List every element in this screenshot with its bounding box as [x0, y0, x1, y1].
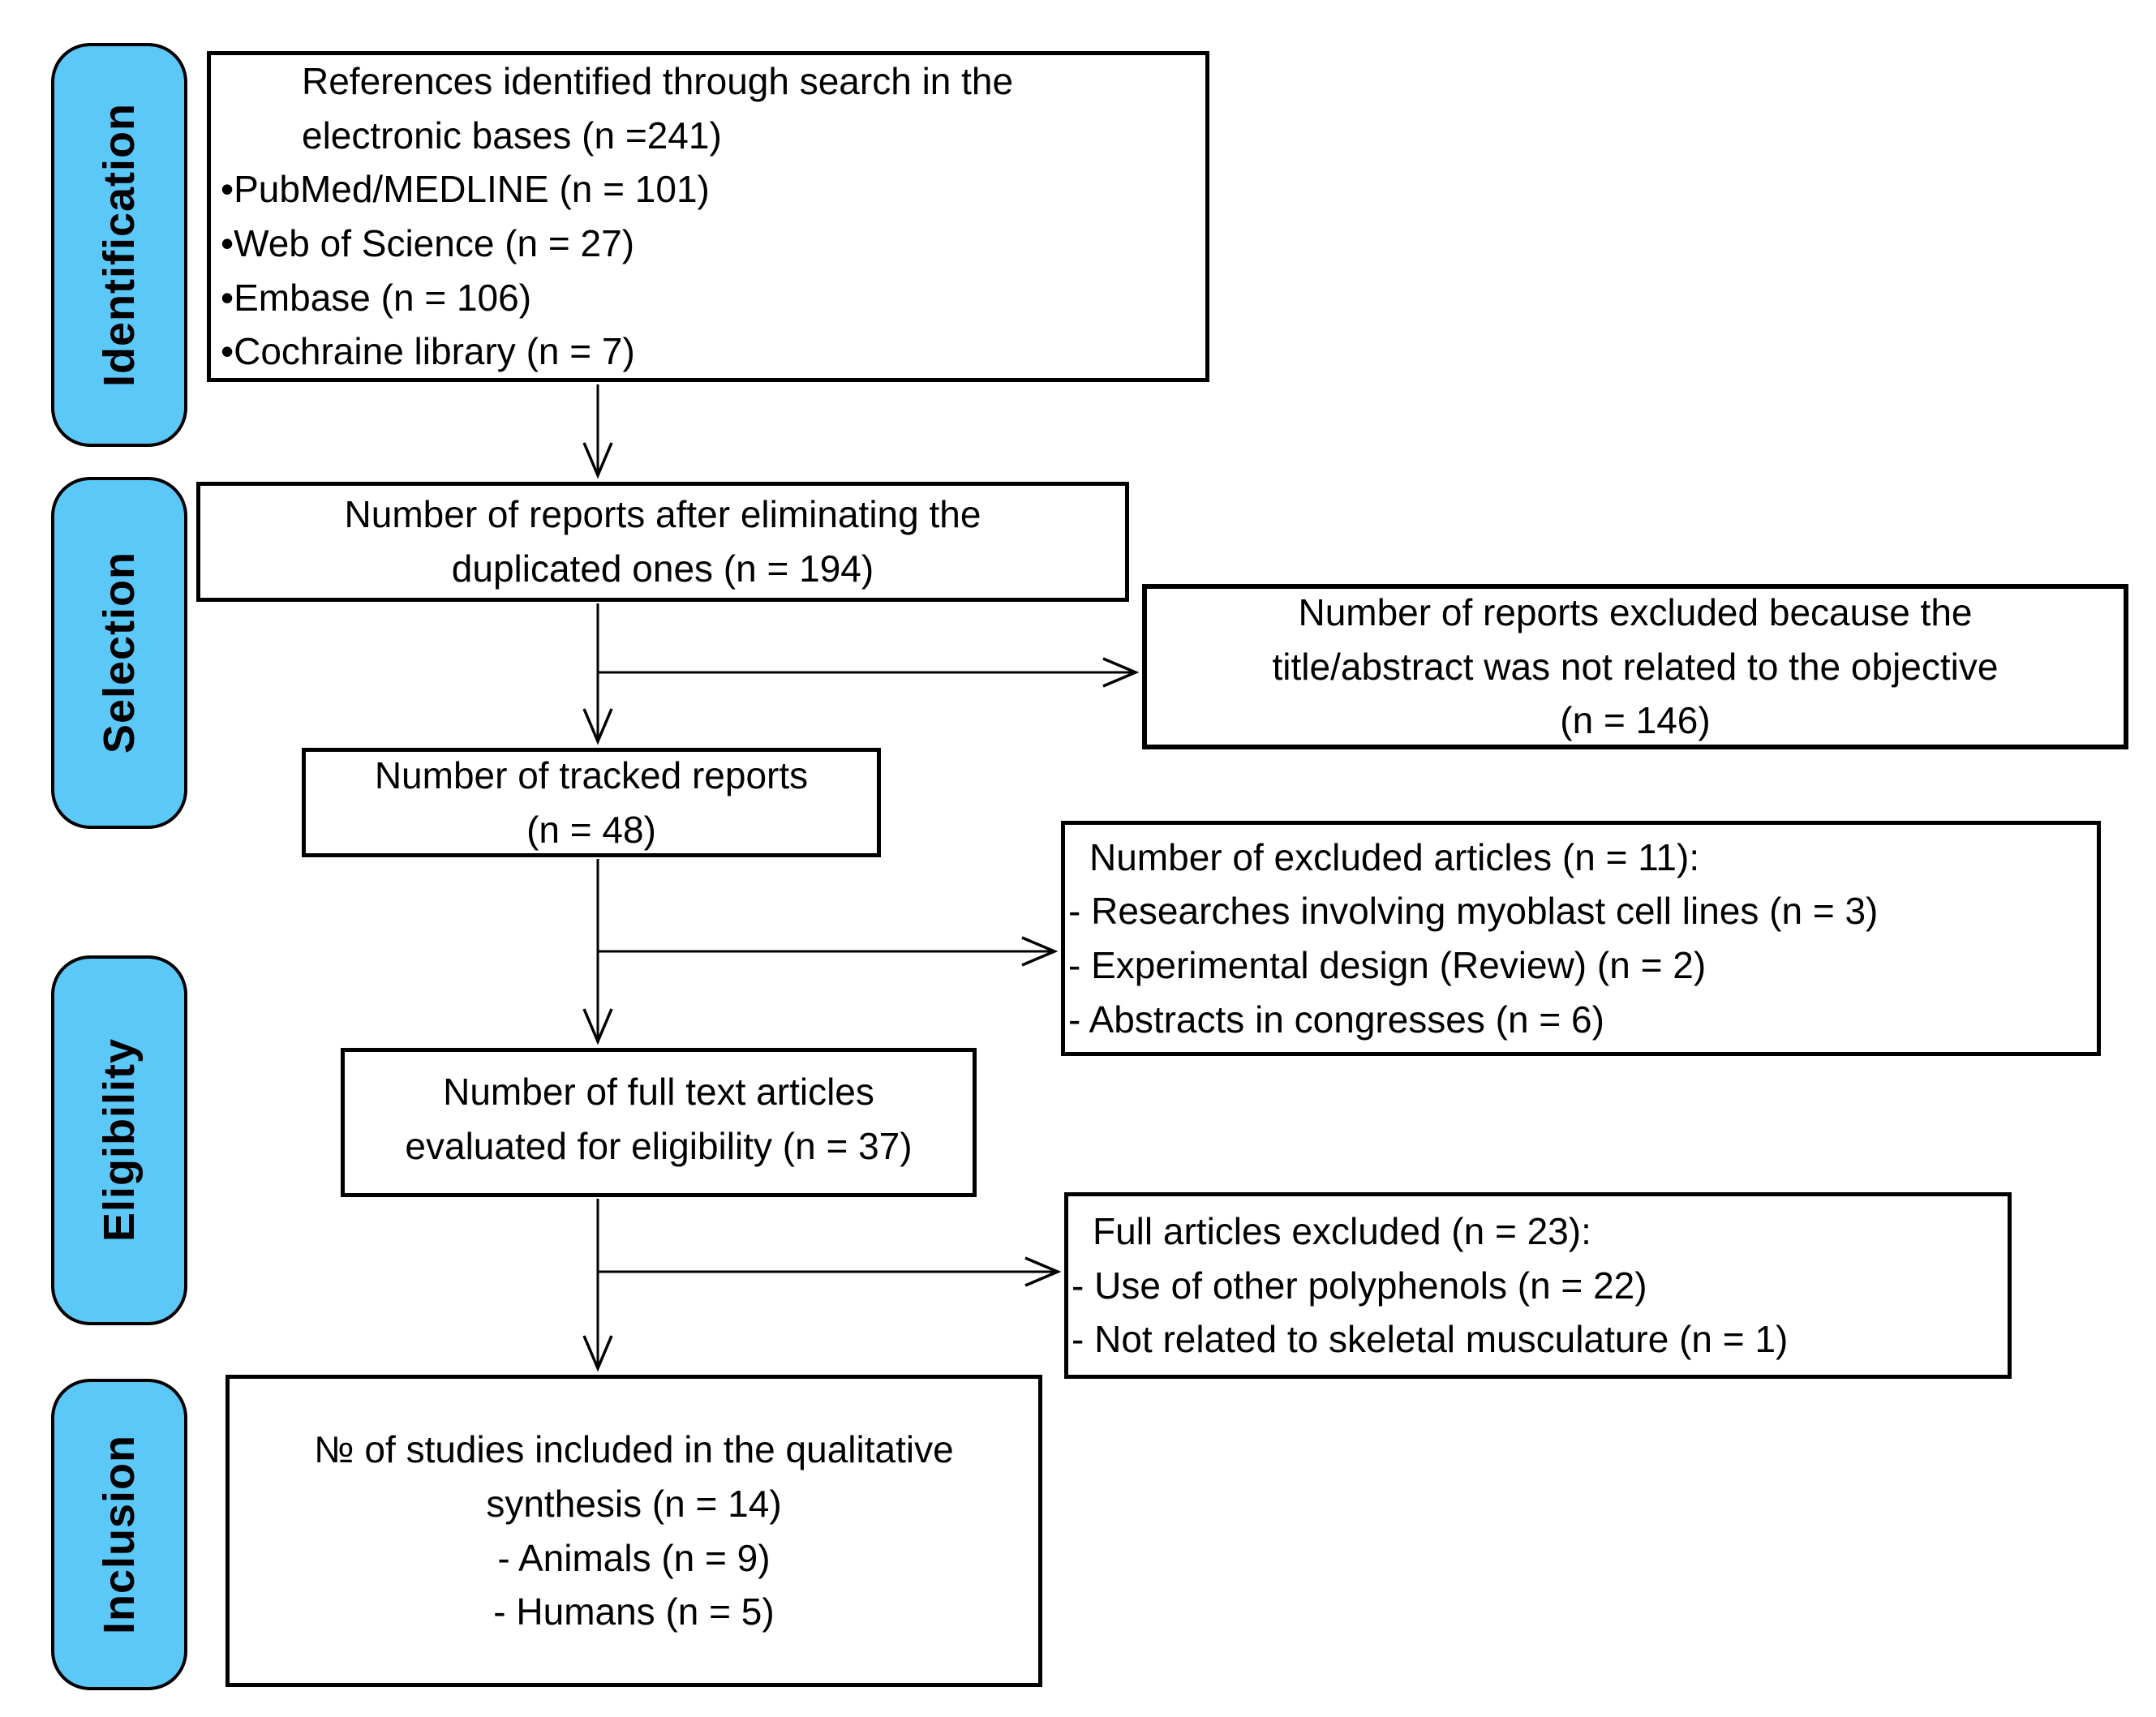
- text-line: - Not related to skeletal musculature (n…: [1072, 1318, 1789, 1361]
- stage-eligibility-label: Eligibility: [95, 1038, 144, 1243]
- text-line: Full articles excluded (n = 23):: [1093, 1209, 1591, 1252]
- stage-selection-label: Selection: [95, 552, 144, 754]
- text-line: (n = 48): [526, 808, 656, 851]
- stage-selection: Selection: [51, 477, 187, 829]
- text-line: References identified through search in …: [302, 59, 1014, 102]
- text-line: - Animals (n = 9): [497, 1536, 771, 1579]
- text-line: - Humans (n = 5): [493, 1590, 775, 1633]
- text-line: evaluated for eligibility (n = 37): [405, 1124, 913, 1167]
- stage-identification: Identification: [51, 43, 187, 447]
- stage-inclusion: Inclusion: [51, 1379, 187, 1690]
- text-line: (n = 146): [1560, 699, 1711, 742]
- text-line: Number of full text articles: [443, 1071, 874, 1113]
- box-deduplicated-reports: Number of reports after eliminating the …: [196, 482, 1129, 602]
- text-line: •Embase (n = 106): [221, 276, 532, 319]
- box-tracked-reports: Number of tracked reports (n = 48): [302, 748, 881, 857]
- text-line: Number of reports after eliminating the: [344, 493, 981, 536]
- stage-inclusion-label: Inclusion: [95, 1434, 144, 1634]
- stage-eligibility: Eligibility: [51, 955, 187, 1325]
- stage-identification-label: Identification: [95, 103, 144, 387]
- box-excluded-title-abstract: Number of reports excluded because the t…: [1142, 584, 2128, 749]
- text-line: electronic bases (n =241): [302, 114, 722, 157]
- text-line: - Use of other polyphenols (n = 22): [1072, 1264, 1647, 1307]
- box-references-identified: References identified through search in …: [207, 51, 1209, 382]
- text-line: - Experimental design (Review) (n = 2): [1068, 944, 1707, 986]
- text-line: duplicated ones (n = 194): [451, 547, 874, 590]
- text-line: synthesis (n = 14): [486, 1482, 782, 1525]
- text-line: - Abstracts in congresses (n = 6): [1068, 998, 1604, 1041]
- text-line: Number of tracked reports: [374, 753, 809, 796]
- text-line: •Web of Science (n = 27): [221, 222, 635, 264]
- box-fulltext-eligibility: Number of full text articles evaluated f…: [341, 1048, 977, 1197]
- text-line: - Researches involving myoblast cell lin…: [1068, 890, 1879, 933]
- text-line: title/abstract was not related to the ob…: [1272, 645, 1999, 688]
- text-line: •PubMed/MEDLINE (n = 101): [221, 168, 710, 211]
- box-included-studies: № of studies included in the qualitative…: [225, 1375, 1042, 1687]
- box-excluded-articles: Number of excluded articles (n = 11): - …: [1061, 821, 2101, 1056]
- text-line: Number of reports excluded because the: [1298, 590, 1973, 633]
- text-line: № of studies included in the qualitative: [314, 1428, 954, 1471]
- text-line: Number of excluded articles (n = 11):: [1089, 835, 1700, 878]
- box-full-articles-excluded: Full articles excluded (n = 23): - Use o…: [1064, 1192, 2012, 1379]
- text-line: •Cochraine library (n = 7): [221, 330, 635, 373]
